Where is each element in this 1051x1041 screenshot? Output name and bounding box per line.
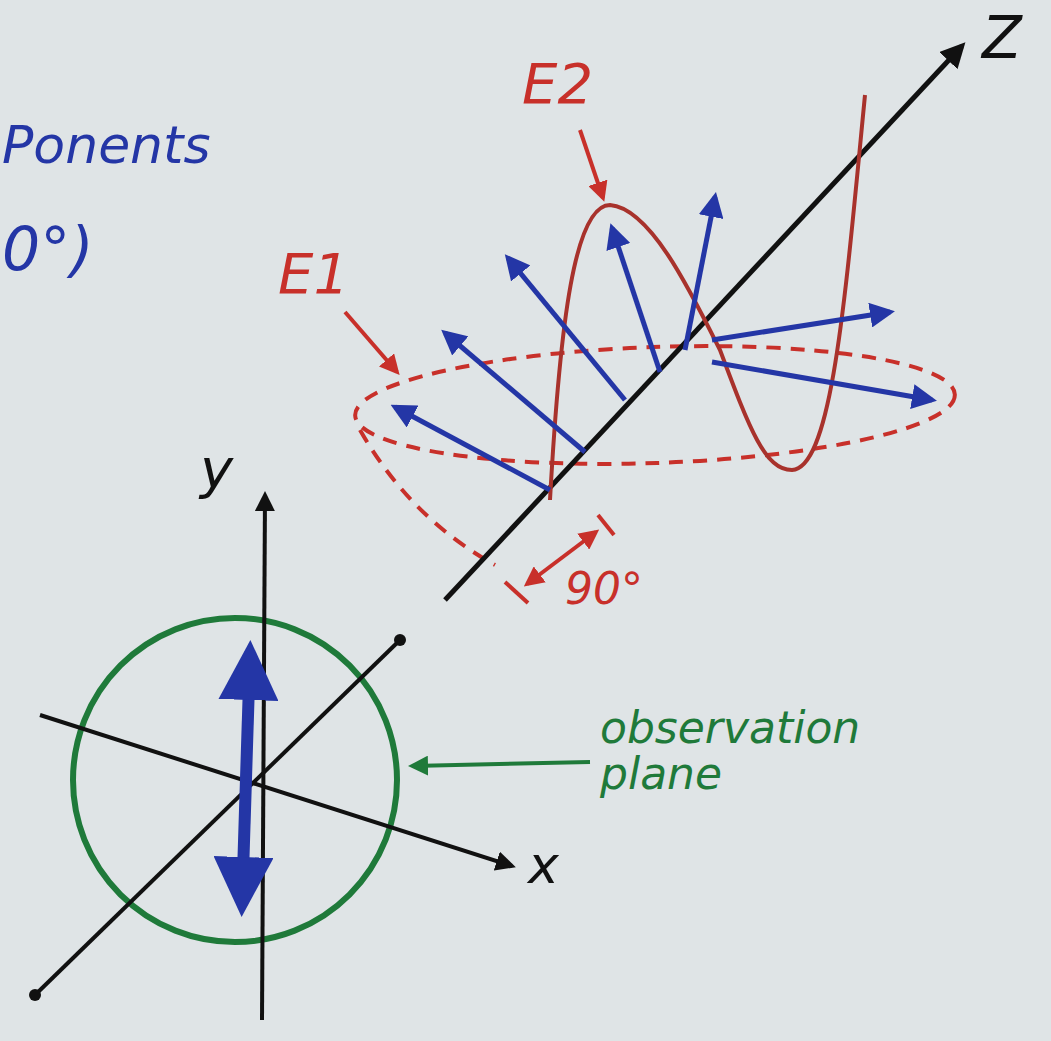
field-vector	[612, 228, 660, 372]
field-vector	[395, 407, 550, 490]
field-vector	[685, 197, 715, 350]
heading-fragment: Ponents	[2, 118, 211, 173]
leader-arrow	[580, 130, 603, 198]
z-axis-small	[35, 640, 400, 995]
field-vector	[712, 312, 890, 340]
leader-arrow	[412, 762, 590, 766]
axis-label: Z	[982, 8, 1022, 69]
field-label: E2	[522, 55, 593, 114]
field-vector	[508, 258, 625, 400]
axis-label: y	[200, 440, 233, 499]
callout-label: observation plane	[600, 705, 930, 797]
y-axis	[262, 495, 265, 1020]
heading-fragment: 0°)	[2, 218, 94, 281]
angle-tick	[505, 582, 528, 603]
z-axis	[445, 46, 962, 600]
axis-dot	[394, 634, 406, 646]
observation-circle	[73, 618, 397, 942]
sine-wave	[550, 95, 865, 500]
angle-label: 90°	[565, 566, 643, 612]
angle-tick	[598, 515, 614, 535]
axis-label: x	[528, 838, 559, 893]
field-vectors	[395, 197, 932, 490]
field-label: E1	[278, 245, 349, 304]
oscillation-arrow	[242, 652, 250, 905]
field-vector	[712, 362, 932, 400]
leader-arrow	[345, 312, 397, 372]
x-axis	[40, 715, 512, 866]
axis-dot	[29, 989, 41, 1001]
field-vector	[445, 333, 585, 452]
